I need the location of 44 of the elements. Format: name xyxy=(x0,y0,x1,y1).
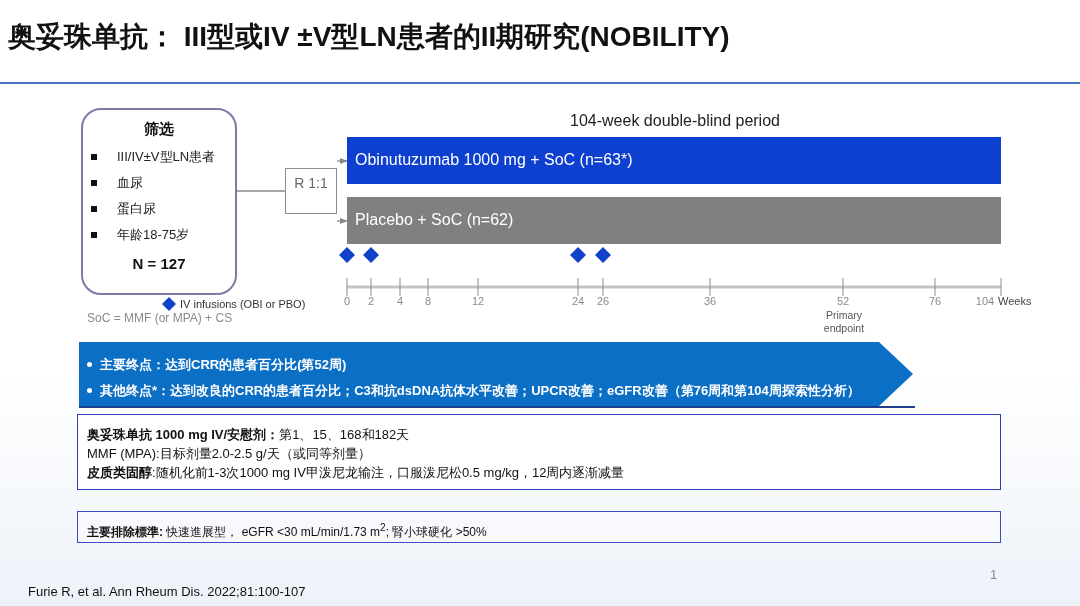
criterion-text: III/IV±V型LN患者 xyxy=(117,148,216,166)
heading-text: 筛选 xyxy=(143,119,175,139)
tick-label: 76 xyxy=(928,294,942,308)
ratio-text: R 1:1 xyxy=(293,174,329,192)
slide-title: 奥妥珠单抗： III型或IV ±V型LN患者的II期研究(NOBILITY) xyxy=(8,20,730,54)
arrow xyxy=(336,218,348,224)
endpoints-arrow-banner xyxy=(79,342,915,408)
dosing-box xyxy=(77,414,1001,490)
period-heading: 104-week double-blind period xyxy=(570,111,780,131)
arm-label: Placebo + SoC (n=62) xyxy=(355,210,514,230)
exclusion-box xyxy=(77,511,1001,543)
tick-label: 0 xyxy=(343,294,351,308)
treatment-arm-bar xyxy=(347,137,1001,184)
legend-text: IV infusions (OBI or PBO) xyxy=(180,297,306,311)
endpoint-text: 主要终点：达到CRR的患者百分比(第52周) xyxy=(100,356,347,373)
arm-label: Obinutuzumab 1000 mg + SoC (n=63*) xyxy=(355,150,633,170)
arrow xyxy=(336,158,348,164)
detail-text: 主要排除標準: 快速進展型， eGFR <30 mL/min/1.73 m$^{2}$; 腎小球硬化 >50% xyxy=(87,521,487,541)
criterion-text: 年龄18-75岁 xyxy=(117,226,190,244)
tick-label: 104 xyxy=(975,294,995,308)
tick-label: 36 xyxy=(703,294,717,308)
connector-line xyxy=(236,190,286,192)
page-number: 1 xyxy=(990,568,998,582)
criterion-text: 血尿 xyxy=(117,174,143,192)
criterion-text: 蛋白尿 xyxy=(117,200,156,218)
tick-label: 2 xyxy=(367,294,375,308)
tick-label: 52 xyxy=(836,294,850,308)
tick-label: 26 xyxy=(596,294,610,308)
endpoint-text: 其他终点*：达到改良的CRR的患者百分比；C3和抗dsDNA抗体水平改善；UPCR改善；eGFR改善（第76周和第104周探索性分析） xyxy=(100,382,860,399)
axis-unit-label: Weeks xyxy=(998,294,1032,308)
count-text: N = 127 xyxy=(131,254,187,274)
detail-text: 皮质类固醇:随机化前1-3次1000 mg IV甲泼尼龙输注，口服泼尼松0.5 mg/kg，12周内逐渐减量 xyxy=(87,464,625,482)
detail-text: 奥妥珠单抗 1000 mg IV/安慰剂：第1、15、168和182天 xyxy=(87,426,410,444)
citation-text: Furie R, et al. Ann Rheum Dis. 2022;81:100-107 xyxy=(28,585,306,599)
tick-label: 4 xyxy=(396,294,404,308)
screening-card xyxy=(81,108,237,295)
detail-text: MMF (MPA):目标剂量2.0-2.5 g/天（或同等剂量） xyxy=(87,445,371,463)
tick-label: 24 xyxy=(571,294,585,308)
randomization-box xyxy=(285,168,337,214)
endpoint-note: Primary endpoint xyxy=(822,309,866,335)
tick-label: 8 xyxy=(424,294,432,308)
placebo-arm-bar xyxy=(347,197,1001,244)
footnote-text: SoC = MMF (or MPA) + CS xyxy=(87,311,233,325)
tick-label: 12 xyxy=(471,294,485,308)
